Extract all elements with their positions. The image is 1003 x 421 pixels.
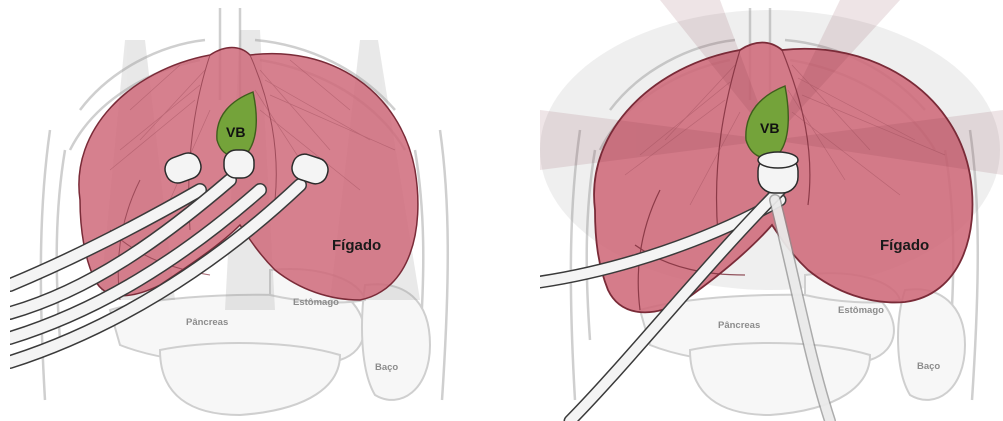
gallbladder-label: VB	[226, 124, 245, 140]
spleen-shape	[362, 284, 430, 400]
liver-label: Fígado	[880, 237, 929, 254]
pancreas-label: Pâncreas	[718, 320, 760, 331]
stomach-label: Estômago	[293, 297, 339, 308]
stomach-label: Estômago	[838, 305, 884, 316]
pancreas-label: Pâncreas	[186, 317, 228, 328]
liver-label: Fígado	[332, 237, 381, 254]
gallbladder-label: VB	[760, 120, 779, 136]
spleen-label: Baço	[917, 361, 940, 372]
left-illustration: VB Fígado Estômago Pâncreas Baço	[10, 0, 473, 421]
spleen-label: Baço	[375, 362, 398, 373]
diagram-panel-right: VB Fígado Estômago Pâncreas Baço	[540, 0, 1003, 421]
spleen-shape	[898, 289, 965, 400]
diagram-panel-left: VB Fígado Estômago Pâncreas Baço	[10, 0, 473, 421]
right-illustration: VB Fígado Estômago Pâncreas Baço	[540, 0, 1003, 421]
